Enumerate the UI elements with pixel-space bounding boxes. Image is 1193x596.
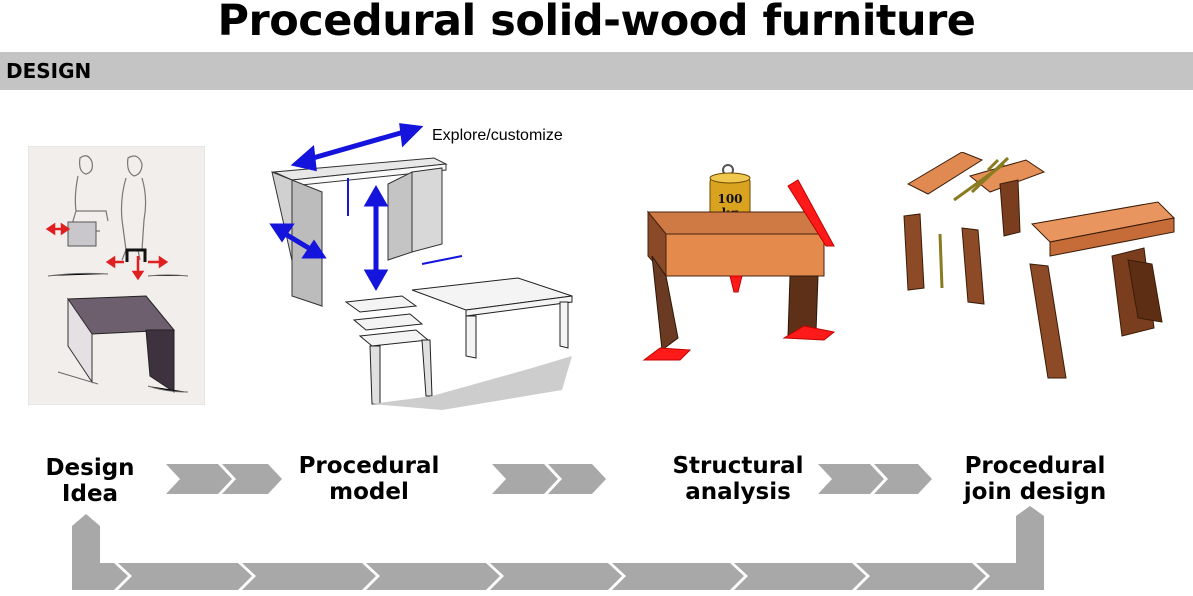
structural-analysis-image: 100 kg	[638, 160, 848, 372]
chevron-back-icon	[490, 563, 622, 590]
stage-label-procedural-model: Procedural model	[284, 453, 454, 505]
chevron-back-icon	[734, 563, 866, 590]
section-header-bar: DESIGN	[0, 52, 1193, 90]
join-design-image	[900, 152, 1182, 392]
chevron-back-icon	[118, 563, 252, 590]
explore-customize-annotation: Explore/customize	[432, 127, 563, 144]
chevron-forward-icon	[166, 464, 232, 494]
stage-3-line1: Structural	[672, 453, 804, 479]
chevron-forward-icon	[874, 464, 932, 494]
chevron-forward-icon	[222, 464, 282, 494]
chevron-back-icon	[72, 563, 128, 590]
chevron-forward-icon	[492, 464, 558, 494]
chevron-forward-icon	[818, 464, 884, 494]
chevron-back-icon	[366, 563, 500, 590]
chevron-back-icon	[242, 563, 376, 590]
chevron-back-icon	[612, 563, 744, 590]
chevron-back-icon	[976, 563, 1016, 590]
stage-4-line1: Procedural	[964, 453, 1106, 479]
stage-1-line1: Design	[45, 455, 135, 481]
procedural-model-image	[262, 120, 592, 410]
return-arrow-right-riser	[1016, 506, 1044, 590]
section-label: DESIGN	[6, 59, 92, 83]
stage-3-line2: analysis	[685, 479, 791, 505]
stage-label-join-design: Procedural join design	[950, 453, 1120, 505]
stage-label-design-idea: Design Idea	[30, 455, 150, 507]
chevron-forward-icon	[548, 464, 606, 494]
stage-label-structural-analysis: Structural analysis	[656, 453, 820, 505]
design-sketch-image	[28, 146, 205, 405]
weight-value: 100	[717, 192, 742, 206]
stage-4-line2: join design	[963, 479, 1107, 505]
page-title: Procedural solid-wood furniture	[217, 0, 976, 46]
stage-2-line2: model	[329, 479, 409, 505]
chevron-back-icon	[856, 563, 986, 590]
stage-2-line1: Procedural	[298, 453, 440, 479]
stage-1-line2: Idea	[61, 481, 119, 507]
